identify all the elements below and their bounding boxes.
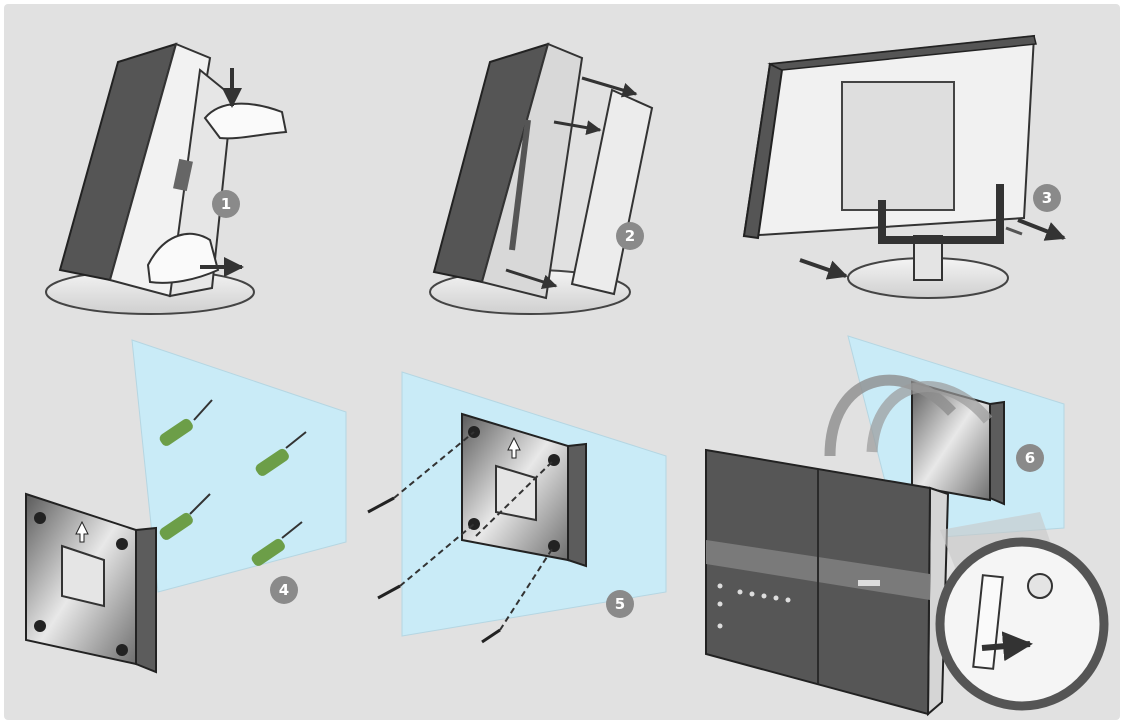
zoom-detail (935, 537, 1109, 711)
step-number: 5 (615, 595, 625, 613)
wall-plate (911, 380, 991, 502)
screw (285, 431, 307, 449)
wall-anchor (255, 448, 289, 476)
guide-line (399, 523, 475, 587)
plate-hole (34, 512, 46, 524)
motion-arc (824, 374, 957, 457)
arrow-cover-out (505, 268, 558, 290)
device-light (749, 591, 755, 597)
motion-arc (866, 381, 993, 453)
step-badge-circle (606, 590, 634, 618)
arrow-cover-out (581, 76, 638, 98)
hand-bottom (146, 232, 220, 284)
device-light (785, 597, 791, 603)
hand-top (203, 102, 288, 140)
guide-line (475, 459, 555, 537)
step-1-illustration (45, 42, 288, 315)
device-light (737, 589, 743, 595)
screw (481, 628, 501, 644)
mounting-area (841, 81, 955, 211)
mount-plate-flange (135, 526, 157, 674)
step-number: 1 (221, 195, 231, 213)
step-number: 6 (1025, 449, 1035, 467)
step-5-illustration (367, 371, 667, 644)
u-bracket (878, 184, 1004, 244)
step-badge-circle (1033, 184, 1061, 212)
step-badge-2: 2 (616, 222, 644, 250)
zoom-arrow (981, 631, 1033, 662)
screw (193, 399, 213, 421)
zoom-knob (1027, 573, 1053, 599)
wall-anchor (159, 418, 193, 446)
step-number: 3 (1042, 189, 1052, 207)
mount-plate-flange (567, 442, 587, 568)
step-number: 4 (279, 581, 289, 599)
detached-cover (570, 88, 654, 296)
inner-bracket (509, 119, 531, 251)
screw (377, 584, 401, 600)
device-light (717, 623, 723, 629)
arrow-cover-out (553, 120, 602, 136)
step-badge-circle (616, 222, 644, 250)
monitor-top-edge (767, 35, 1037, 71)
guide-line (393, 431, 475, 499)
step-badge-1: 1 (212, 190, 240, 218)
plate-cutout (61, 544, 105, 608)
up-arrow-mark (75, 520, 89, 543)
plate-hole (116, 644, 128, 656)
step-badge-circle (270, 576, 298, 604)
screw (367, 496, 395, 514)
step-4-illustration (25, 339, 347, 674)
wall-anchor (159, 512, 193, 540)
arrow-left-out (799, 258, 848, 280)
step-badge-circle (212, 190, 240, 218)
step-badge-5: 5 (606, 590, 634, 618)
device-light (773, 595, 779, 601)
arrow-screw-out (1017, 218, 1066, 241)
up-arrow-mark (507, 436, 521, 459)
step-2-illustration (429, 42, 654, 315)
monitor-back-open (480, 42, 584, 300)
device-logo (858, 580, 880, 586)
step-badge-6: 6 (1016, 444, 1044, 472)
guide-line (499, 545, 555, 631)
step-badge-circle (1016, 444, 1044, 472)
vent-grille (173, 158, 193, 192)
device-light (761, 593, 767, 599)
step-badge-4: 4 (270, 576, 298, 604)
device-light (717, 601, 723, 607)
step-6-illustration (705, 335, 1109, 717)
step-number: 2 (625, 227, 635, 245)
screw (189, 493, 211, 515)
step-badge-3: 3 (1033, 184, 1061, 212)
wall-anchor (251, 538, 285, 566)
plate-hole (34, 620, 46, 632)
wall-plate-flange (989, 400, 1005, 506)
plate-hole (116, 538, 128, 550)
step-3-illustration (742, 34, 1066, 299)
screw (1005, 226, 1023, 236)
device-light (717, 583, 723, 589)
screw (281, 521, 303, 539)
